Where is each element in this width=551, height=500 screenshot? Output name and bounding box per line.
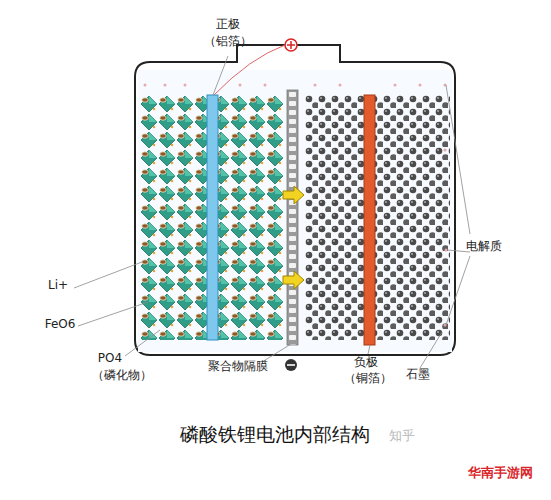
part-label: 负极 [354, 356, 378, 370]
part-label: PO4 [98, 352, 122, 366]
watermark: 华南手游网 [468, 466, 533, 481]
part-label: FeO6 [45, 318, 76, 332]
caption: 磷酸铁锂电池内部结构 [180, 424, 370, 446]
part-label: Li+ [48, 279, 68, 293]
part-label: 电解质 [466, 240, 502, 254]
part-label: 聚合物隔膜 [208, 360, 268, 374]
part-label: 石墨 [406, 368, 430, 382]
part-label: （铜箔） [344, 372, 392, 386]
part-label: （铝箔） [204, 35, 252, 49]
part-label: （磷化物） [92, 369, 152, 383]
part-label: 正极 [216, 18, 240, 32]
watermark: 知乎 [389, 429, 415, 444]
